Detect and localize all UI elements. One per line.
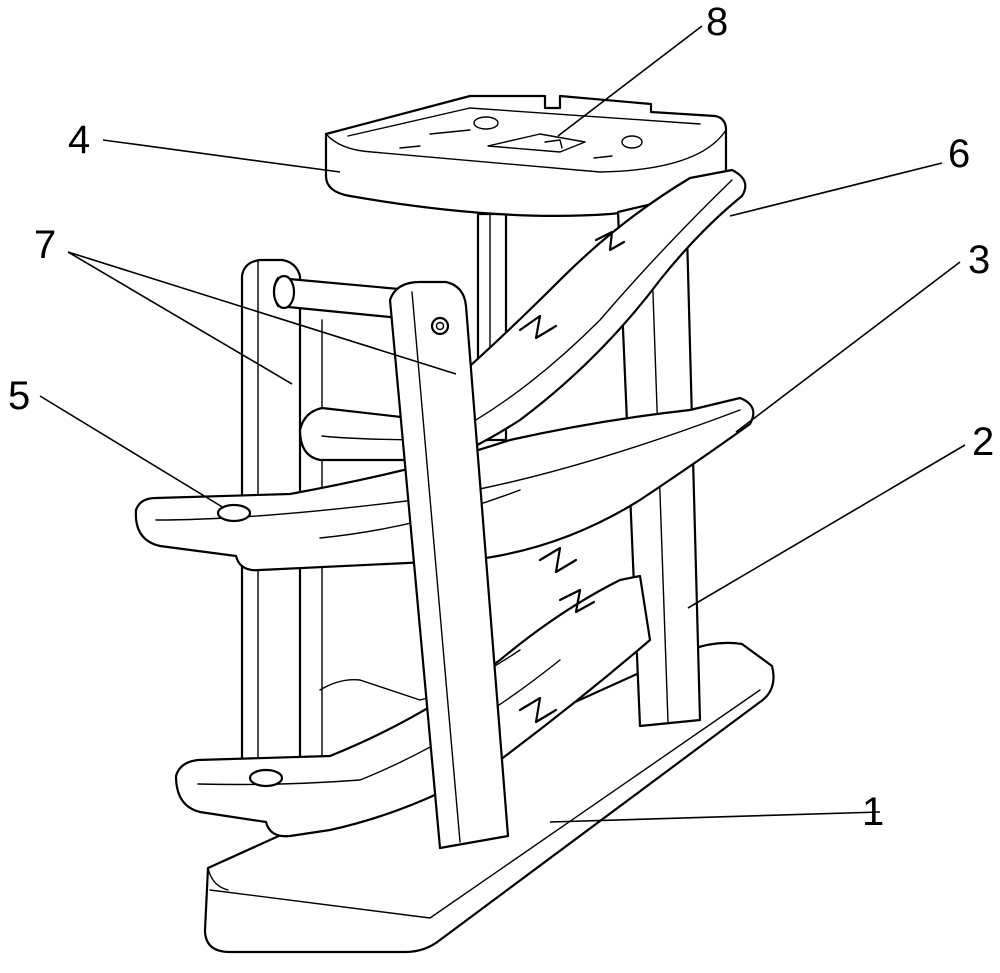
callout-7: 7: [34, 225, 56, 265]
leader-4: [103, 140, 340, 172]
callout-8: 8: [706, 2, 728, 42]
callout-5: 5: [8, 376, 30, 416]
leader-5: [40, 396, 224, 508]
leader-6: [730, 163, 942, 216]
leader-2: [688, 445, 965, 608]
callout-4: 4: [68, 120, 90, 160]
callout-1: 1: [862, 792, 884, 832]
callout-3: 3: [968, 240, 990, 280]
callout-6: 6: [948, 134, 970, 174]
callout-2: 2: [972, 422, 994, 462]
leader-3: [736, 262, 960, 432]
